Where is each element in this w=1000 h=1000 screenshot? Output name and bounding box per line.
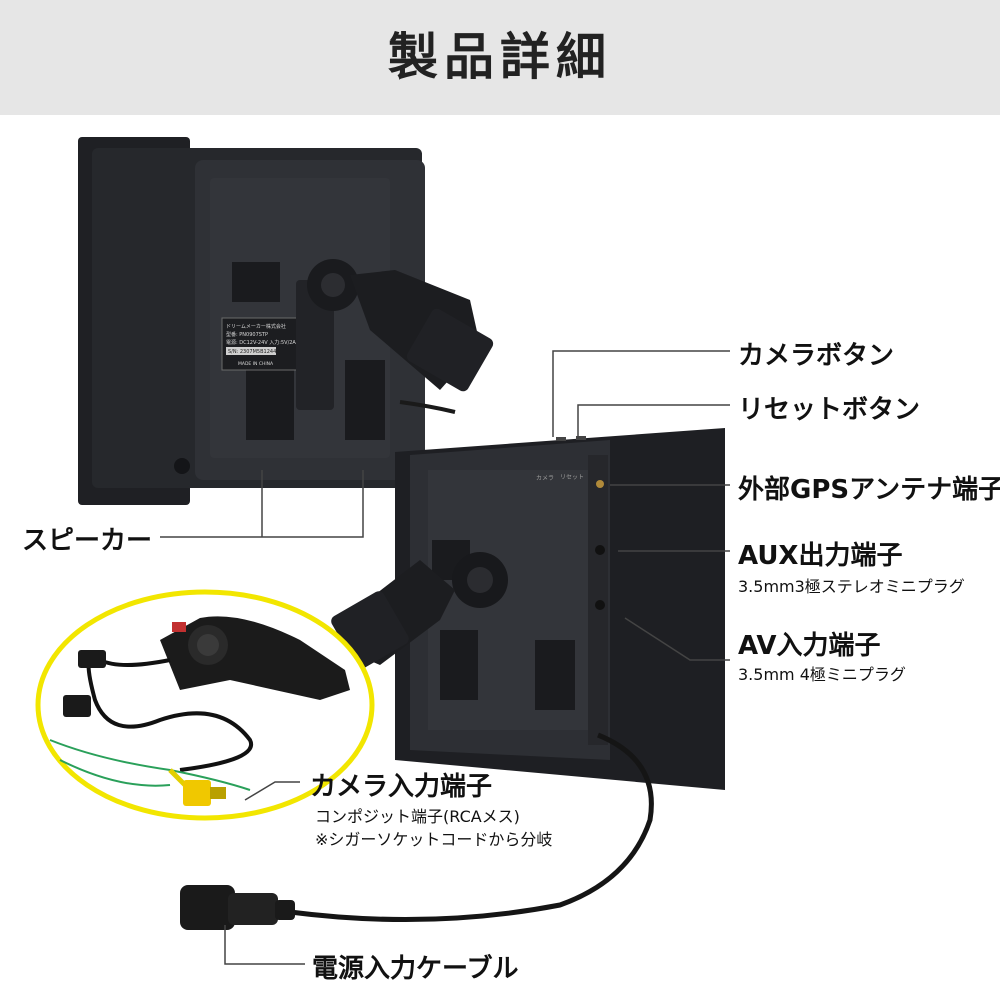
gps-port-jack xyxy=(596,480,604,488)
label-gps-port: 外部GPSアンテナ端子 xyxy=(738,475,1000,505)
label-maker: ドリームメーカー株式会社 xyxy=(226,323,286,330)
label-camera-input-sub2: ※シガーソケットコードから分岐 xyxy=(315,830,553,849)
print-camera: カメラ xyxy=(536,475,554,482)
power-cable-connector xyxy=(180,885,295,930)
device-right-view: カメラ リセット xyxy=(331,428,725,790)
label-camera-input: カメラ入力端子 xyxy=(310,772,493,802)
label-power: 電源: DC12V-24V 入力:5V/2A xyxy=(226,339,296,346)
label-serial: S/N: 2307M5B1244 xyxy=(228,349,276,355)
label-camera-button: カメラボタン xyxy=(738,341,895,371)
label-av-port: AV入力端子 xyxy=(738,631,881,661)
label-model: 型番: PN0907STP xyxy=(226,331,268,338)
label-camera-input-sub1: コンポジット端子(RCAメス) xyxy=(315,807,520,826)
label-aux-port-sub: 3.5mm3極ステレオミニプラグ xyxy=(738,577,965,596)
page-title: 製品詳細 xyxy=(388,28,612,86)
power-cable-wire xyxy=(289,732,654,923)
av-port-jack xyxy=(595,600,605,610)
vent-grille xyxy=(232,262,385,440)
header-banner xyxy=(0,0,1000,115)
label-origin: MADE IN CHINA xyxy=(238,361,274,367)
label-power-cable: 電源入力ケーブル xyxy=(312,954,519,984)
leader-lines xyxy=(160,350,730,965)
print-reset: リセット xyxy=(560,474,584,481)
camera-button-hw xyxy=(556,437,566,441)
aux-port-jack xyxy=(595,545,605,555)
label-av-port-sub: 3.5mm 4極ミニプラグ xyxy=(738,665,906,684)
device-back-view: ドリームメーカー株式会社 型番: PN0907STP 電源: DC12V-24V… xyxy=(78,137,494,505)
reset-button-hw xyxy=(576,436,586,440)
label-aux-port: AUX出力端子 xyxy=(738,541,903,571)
product-label-sticker xyxy=(221,317,303,371)
rca-connector xyxy=(183,780,211,806)
cigar-socket-cable xyxy=(49,616,350,806)
label-speaker: スピーカー xyxy=(22,526,153,556)
label-reset-button: リセットボタン xyxy=(738,395,921,425)
